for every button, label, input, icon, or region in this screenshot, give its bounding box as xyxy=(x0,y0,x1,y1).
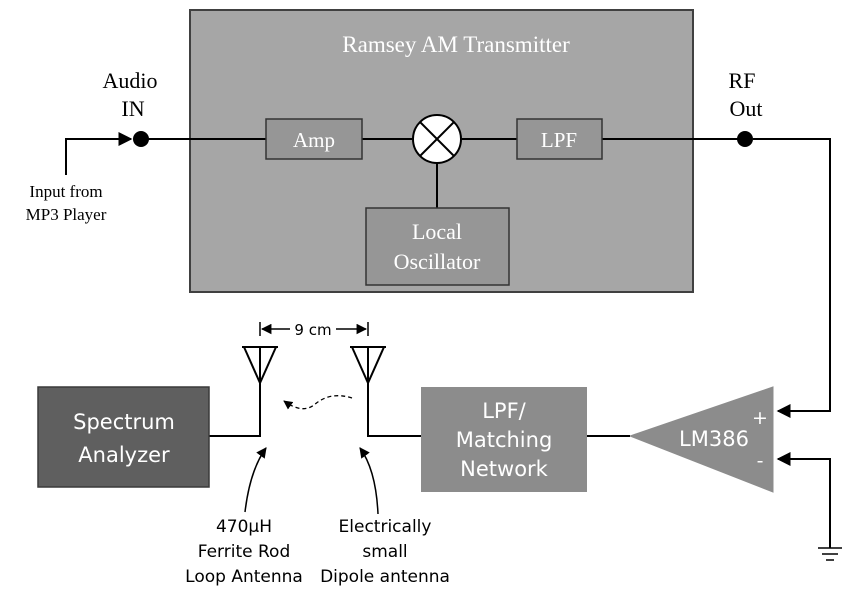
rf-out-label-2: Out xyxy=(730,96,763,121)
coupling-arrow xyxy=(283,395,353,410)
input-from-label-2: MP3 Player xyxy=(26,205,107,224)
lpf-block xyxy=(516,118,603,160)
loop-feed-wire xyxy=(209,383,261,437)
loop-pointer-arrow xyxy=(244,447,267,513)
lm386-plus: + xyxy=(752,407,768,429)
local-oscillator-label-1: Local xyxy=(412,219,462,244)
matching-network-block xyxy=(421,387,587,492)
dipole-antenna-label-1: Electrically xyxy=(339,517,432,537)
matching-label-3: Network xyxy=(460,457,549,481)
amp-block xyxy=(265,118,363,160)
loop-antenna-icon xyxy=(242,346,278,384)
spectrum-analyzer-label-1: Spectrum xyxy=(73,410,175,434)
ground-icon xyxy=(818,547,842,561)
transmitter-title: Ramsey AM Transmitter xyxy=(342,32,570,57)
amp-label: Amp xyxy=(293,128,335,152)
audio-in-label-1: Audio xyxy=(103,68,158,93)
input-arrow xyxy=(65,132,133,175)
local-oscillator-block xyxy=(365,207,510,286)
lm386-minus: - xyxy=(757,450,764,472)
dipole-antenna-label-3: Dipole antenna xyxy=(320,567,450,587)
spacing-label: 9 cm xyxy=(294,321,331,339)
local-oscillator-label-2: Oscillator xyxy=(394,249,481,274)
audio-in-node xyxy=(133,131,149,147)
matching-label-2: Matching xyxy=(456,428,553,452)
audio-in-label-2: IN xyxy=(121,96,144,121)
spacing-dimension xyxy=(259,322,369,336)
matching-label-1: LPF/ xyxy=(482,399,526,423)
mixer-cross-b xyxy=(419,121,455,157)
loop-antenna-label-3: Loop Antenna xyxy=(185,567,303,587)
ground-wire xyxy=(776,452,831,548)
lm386-label: LM386 xyxy=(679,427,749,451)
rf-out-label-1: RF xyxy=(729,68,756,93)
rf-out-node xyxy=(737,131,753,147)
lpf-label: LPF xyxy=(541,128,577,152)
loop-antenna-label-1: 470μH xyxy=(216,517,272,537)
dipole-antenna-icon xyxy=(350,346,386,384)
spectrum-analyzer-block xyxy=(37,386,210,488)
lm386-amplifier xyxy=(628,386,774,493)
loop-antenna-label-2: Ferrite Rod xyxy=(198,542,290,562)
dipole-antenna-label-2: small xyxy=(362,542,407,562)
spectrum-analyzer-label-2: Analyzer xyxy=(78,443,170,467)
input-from-label-1: Input from xyxy=(29,182,102,201)
rf-to-amp-wire xyxy=(753,138,831,418)
dipole-feed-wire xyxy=(367,383,421,437)
dipole-pointer-arrow xyxy=(359,447,379,515)
